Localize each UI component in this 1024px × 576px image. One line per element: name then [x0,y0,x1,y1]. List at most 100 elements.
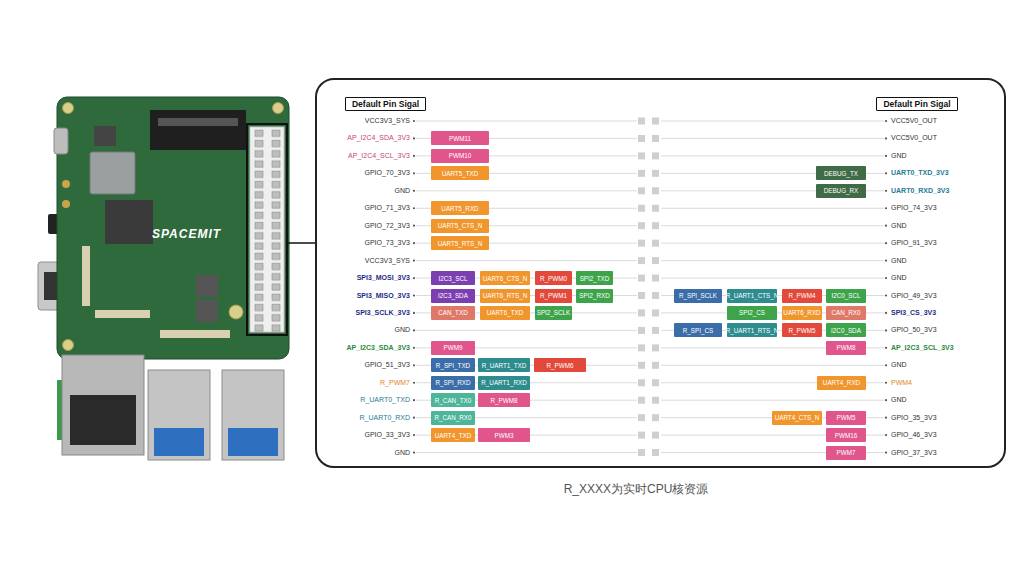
pin-label: GND [394,325,410,335]
pin-dot [885,207,887,209]
pin-row [413,379,887,386]
box-text: UART6_RXD [783,309,820,316]
row-line [661,225,884,226]
gpio-header [250,127,284,332]
ribbon-connector [95,310,150,318]
pin-row [413,362,887,369]
usb3-port [148,370,210,460]
function-box: UART5_RXD [431,201,489,215]
row-line [661,208,884,209]
pin-label: GPIO_72_3V3 [364,221,410,231]
box-text: R_SPI_CS [683,327,713,334]
header-box: Default Pin Sigal [876,97,958,111]
function-box: PWM10 [431,149,489,163]
box-text: R_CAN_TX0 [435,397,471,404]
pin-square [638,449,645,456]
board-brand: SPACEMIT [152,229,221,239]
pin-dot [413,207,415,209]
box-text: UART6_TXD [487,309,524,316]
pin-label: SPI3_CS_3V3 [891,308,936,318]
box-text: CAN_TXD [438,309,467,316]
function-box: UART6_RTS_N [480,289,530,303]
box-text: R_PWM6 [547,362,574,369]
hdmi-opening [44,272,58,300]
row-line [416,190,637,191]
box-text: UART5_TXD [442,170,479,177]
pin-square [652,187,659,194]
box-text: R_PWM1 [540,292,567,299]
pin-square [652,362,659,369]
mount-hole [229,305,243,319]
mount-hole [63,103,74,114]
function-box: PWM9 [431,341,475,355]
function-box: R_PWM5 [782,323,822,337]
box-text: DEBUG_RX [824,187,859,194]
pin-dot [413,190,415,192]
function-box: R_SPI_SCLK [674,289,722,303]
row-line [416,121,637,122]
ethernet-opening [70,395,136,445]
pin-label: GND [891,256,907,266]
pin-rows [413,118,887,457]
box-text: UART6_CTS_N [483,275,528,282]
pin-dot [413,120,415,122]
box-text: R_CAN_RX0 [434,414,471,421]
pin-square [652,118,659,125]
pin-square [638,170,645,177]
pin-label: GND [891,273,907,283]
antenna-connector [62,180,70,188]
pin-dot [413,260,415,262]
pin-label: GPIO_49_3V3 [891,291,937,301]
row-line [661,121,884,122]
function-box: UART6_RXD [782,306,822,320]
function-box: R_PWM1 [535,289,572,303]
pin-square [638,118,645,125]
pin-label: R_UART0_RXD [360,413,410,423]
function-box: I2C3_SCL [431,271,475,285]
pin-label: GND [891,360,907,370]
box-text: DEBUG_TX [824,170,858,177]
function-box: PWM16 [826,428,866,442]
pin-label: GPIO_37_3V3 [891,448,937,458]
function-box: R_SPI_TXD [431,358,475,372]
pin-row [413,344,887,351]
box-text: R_UART1_CTS_N [726,292,779,299]
mount-hole [273,103,284,114]
function-box: R_CAN_TX0 [431,393,475,407]
box-text: UART6_RTS_N [483,292,528,299]
pin-square [652,205,659,212]
pin-dot [885,347,887,349]
function-box: UART4_TXD [431,428,475,442]
row-line [661,400,884,401]
pin-square [638,222,645,229]
function-box: CAN_TXD [431,306,475,320]
box-text: SPI2_CS [739,309,765,316]
box-text: PWM10 [449,152,471,159]
box-text: R_SPI_SCLK [679,292,717,299]
antenna-connector [62,200,70,208]
pin-label: UART0_TXD_3V3 [891,168,949,178]
ethernet-port [62,355,144,455]
row-line [416,260,637,261]
pin-square [638,344,645,351]
box-text: PWM3 [495,432,514,439]
function-box: R_PWM0 [535,271,572,285]
inductor [196,300,218,322]
pin-dot [885,277,887,279]
pin-square [652,344,659,351]
pin-dot [885,260,887,262]
pin-dot [885,399,887,401]
pin-label: VCC5V0_OUT [891,116,937,126]
function-box: CAN_RX0 [826,306,866,320]
pin-dot [413,417,415,419]
box-text: I2C3_SCL [438,275,467,282]
pin-row [413,118,887,125]
pin-label: AP_I2C3_SCL_3V3 [891,343,954,353]
pin-label: SPI3_SCLK_3V3 [356,308,410,318]
box-text: R_PWM4 [789,292,816,299]
function-box: PWM8 [826,341,866,355]
function-box: I2C3_SDA [431,289,475,303]
pin-square [652,240,659,247]
function-box: SPI2_TXD [576,271,613,285]
